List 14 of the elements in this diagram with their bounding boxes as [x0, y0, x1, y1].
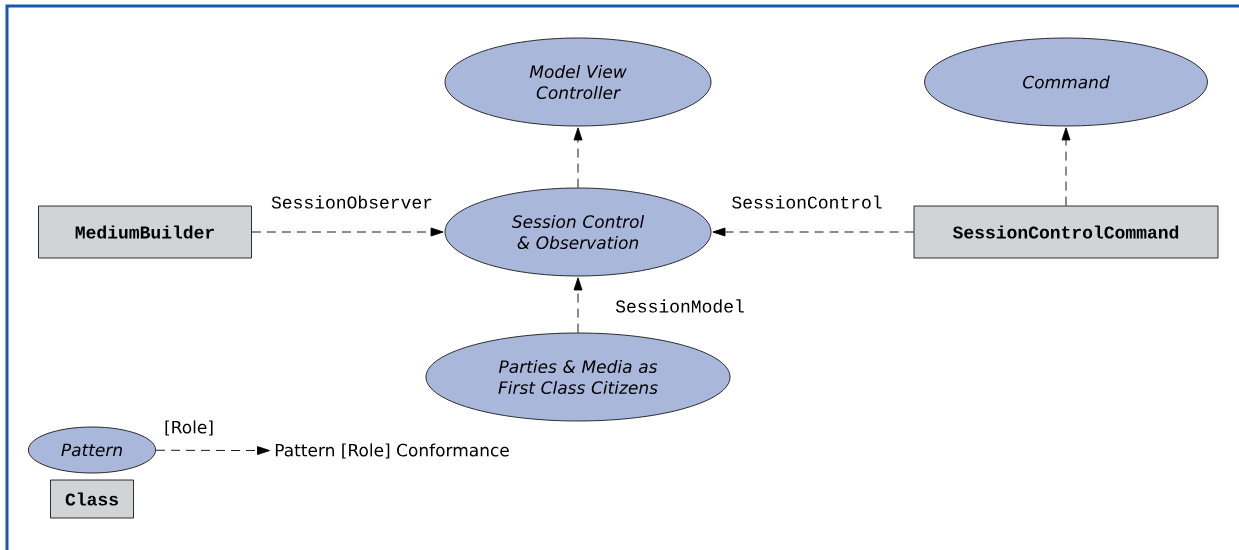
- class-box: MediumBuilder: [38, 205, 252, 259]
- arrow: [712, 227, 915, 237]
- arrow: [573, 127, 583, 189]
- edge-label: SessionModel: [614, 298, 746, 314]
- arrow: [251, 227, 444, 237]
- edge-label: SessionControl: [730, 194, 884, 210]
- arrow: [155, 446, 270, 455]
- class-box: SessionControlCommand: [913, 205, 1219, 259]
- arrow: [573, 277, 583, 334]
- edge-label: [Role]: [163, 419, 215, 437]
- arrow: [1061, 127, 1071, 207]
- edge-label: SessionObserver: [270, 194, 434, 210]
- legend-text: Pattern [Role] Conformance: [275, 443, 509, 459]
- class-box: Class: [50, 479, 134, 519]
